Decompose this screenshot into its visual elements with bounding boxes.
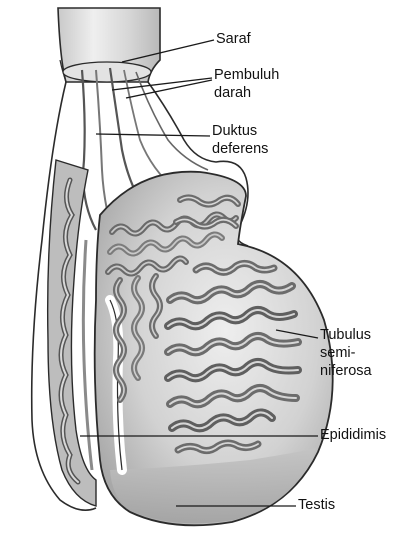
label-saraf: Saraf <box>216 30 251 48</box>
label-pembuluh-line1: Pembuluh <box>214 66 279 84</box>
label-testis: Testis <box>298 496 335 514</box>
label-tubulus-seminiferosa: Tubulus semi- niferosa <box>320 326 372 380</box>
label-epididimis: Epididimis <box>320 426 386 444</box>
label-duktus-line1: Duktus <box>212 122 268 140</box>
label-duktus-line2: deferens <box>212 140 268 158</box>
label-duktus-deferens: Duktus deferens <box>212 122 268 158</box>
label-tubulus-line2: semi- <box>320 344 372 362</box>
label-pembuluh-line2: darah <box>214 84 279 102</box>
label-testis-text: Testis <box>298 496 335 514</box>
label-epididimis-text: Epididimis <box>320 426 386 444</box>
label-saraf-text: Saraf <box>216 30 251 48</box>
leader-duktus <box>96 134 210 136</box>
label-tubulus-line1: Tubulus <box>320 326 372 344</box>
label-tubulus-line3: niferosa <box>320 362 372 380</box>
label-pembuluh-darah: Pembuluh darah <box>214 66 279 102</box>
